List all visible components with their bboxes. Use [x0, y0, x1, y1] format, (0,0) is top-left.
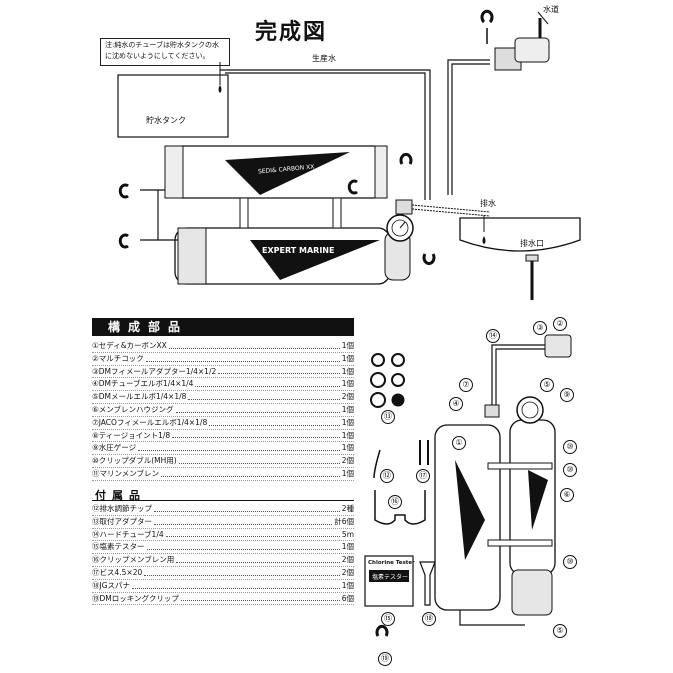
- callout-5-top: ⑤: [540, 378, 554, 392]
- callout-6: ⑥: [560, 488, 574, 502]
- callout-2: ②: [553, 317, 567, 331]
- callout-16: ⑯: [388, 495, 402, 509]
- accessories-header: 付属品: [95, 489, 146, 502]
- callout-3: ③: [533, 321, 547, 335]
- callout-1: ①: [452, 436, 466, 450]
- callout-11: ⑩: [563, 440, 577, 454]
- callout-10-bottom: ⑩: [563, 555, 577, 569]
- product-water-label: 生産水: [312, 54, 336, 63]
- callout-14: ⑭: [486, 329, 500, 343]
- callout-17: ⑰: [416, 469, 430, 483]
- callout-13: ⑬: [381, 410, 395, 424]
- drain-outlet-label: 排水口: [520, 239, 544, 248]
- accessories-divider: [92, 500, 354, 501]
- drain-label: 排水: [480, 199, 496, 208]
- filter-label-2: EXPERT MARINE: [262, 246, 335, 255]
- tester-label-1: Chlorine Tester: [368, 560, 415, 566]
- storage-tank-label: 貯水タンク: [146, 116, 186, 125]
- parts-header: 構成部品: [92, 318, 354, 336]
- callout-9: ⑨: [560, 388, 574, 402]
- tester-label-2: 塩素テスター: [372, 574, 409, 581]
- callout-4: ④: [449, 397, 463, 411]
- callout-12: ⑫: [380, 469, 394, 483]
- callout-18: ⑱: [422, 612, 436, 626]
- callout-5-bottom: ⑤: [553, 624, 567, 638]
- callout-10-top: ⑩: [563, 463, 577, 477]
- callout-7: ⑦: [459, 378, 473, 392]
- page-title: 完成図: [255, 20, 328, 45]
- list-item: ⑬取付アダプター計6個: [92, 516, 354, 529]
- list-item: ⑩クリップダブル(MH用)2個: [92, 455, 354, 468]
- callout-19: ⑲: [378, 652, 392, 666]
- tap-label: 水道: [543, 5, 559, 14]
- caution-note: 注:純水のチューブは貯水タンクの水に沈めないようにしてください。: [100, 38, 230, 66]
- callout-15: ⑮: [381, 612, 395, 626]
